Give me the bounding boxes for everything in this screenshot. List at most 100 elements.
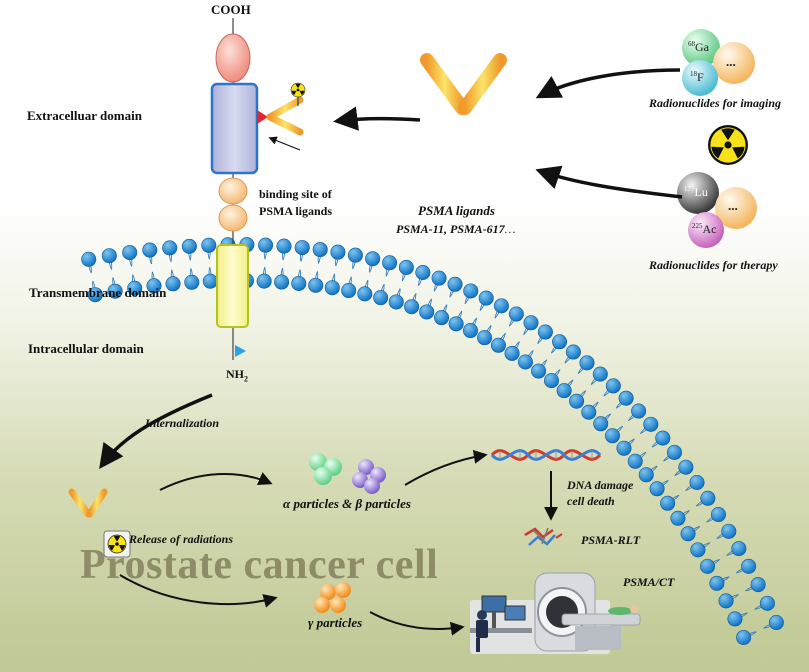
lipid-head bbox=[531, 363, 547, 379]
lipid-head bbox=[517, 354, 533, 370]
lipid-head bbox=[142, 242, 158, 258]
lipid-head bbox=[382, 255, 398, 271]
lipid-head bbox=[276, 238, 292, 254]
lipid-head bbox=[523, 315, 539, 331]
ac225-label: 225Ac bbox=[692, 222, 717, 236]
psma-receptor bbox=[210, 18, 259, 360]
lipid-head bbox=[294, 240, 310, 256]
lipid-head bbox=[504, 345, 520, 361]
psma-ct-label: PSMA/CT bbox=[623, 575, 675, 589]
lu177-sphere bbox=[677, 172, 719, 214]
psma-rlt-label: PSMA-RLT bbox=[581, 533, 641, 547]
lipid-head bbox=[655, 430, 671, 446]
lipid-head bbox=[181, 238, 197, 254]
lipid-head bbox=[537, 324, 553, 340]
bound-ligand bbox=[257, 82, 316, 136]
lipid-head bbox=[508, 306, 524, 322]
intracellular-marker bbox=[235, 345, 246, 357]
lipid-head bbox=[618, 390, 634, 406]
lipid-head bbox=[127, 280, 143, 296]
gamma-label: γ particles bbox=[308, 615, 363, 630]
lipid-head bbox=[631, 403, 647, 419]
lipid-head bbox=[581, 404, 597, 420]
lipid-head bbox=[700, 490, 716, 506]
lipid-head bbox=[649, 481, 665, 497]
release-label: Release of radiations bbox=[129, 532, 233, 546]
lipid-head bbox=[768, 615, 784, 631]
imaging-arrow bbox=[535, 68, 681, 99]
cooh-label: COOH bbox=[211, 2, 251, 17]
lipid-head bbox=[710, 507, 726, 523]
gamma-particles bbox=[314, 582, 351, 613]
damaged-dna-icon bbox=[524, 527, 563, 546]
lipid-head bbox=[678, 459, 694, 475]
lipid-head bbox=[202, 273, 218, 289]
lipid-head bbox=[638, 467, 654, 483]
lipid-head bbox=[388, 294, 404, 310]
radiation-icon bbox=[708, 125, 748, 165]
therapy-arrow bbox=[535, 165, 683, 199]
lipid-head bbox=[107, 283, 123, 299]
extracellular-domain-label: Extracelluar domain bbox=[27, 108, 142, 123]
lipid-head bbox=[365, 251, 381, 267]
ct-arrow bbox=[369, 611, 465, 636]
lipid-head bbox=[556, 383, 572, 399]
pet-ct-scanner-icon bbox=[470, 572, 641, 654]
lipid-head bbox=[718, 593, 734, 609]
lipid-head bbox=[256, 273, 272, 289]
binding-site-label-line1: binding site of bbox=[259, 187, 332, 201]
binding-site-pointer bbox=[268, 136, 301, 151]
lipid-head bbox=[727, 611, 743, 627]
lipid-head bbox=[689, 474, 705, 490]
binding-site-label-line2: PSMA ligands bbox=[259, 204, 333, 218]
lipid-head bbox=[146, 278, 162, 294]
internalization-label: Internalization bbox=[145, 416, 220, 430]
lipid-head bbox=[741, 558, 757, 574]
lipid-head bbox=[736, 629, 752, 645]
lipid-head bbox=[434, 310, 450, 326]
therapy-more-sphere bbox=[715, 187, 757, 229]
lipid-head bbox=[565, 344, 581, 360]
lipid-head bbox=[373, 290, 389, 306]
lipid-head bbox=[592, 366, 608, 382]
lipid-head bbox=[604, 428, 620, 444]
internalization-arrow bbox=[99, 393, 213, 469]
lipid-head bbox=[347, 247, 363, 263]
lipid-head bbox=[670, 510, 686, 526]
alpha-beta-label: α particles & β particles bbox=[283, 496, 411, 511]
lipid-head bbox=[700, 558, 716, 574]
lipid-head bbox=[122, 245, 138, 261]
lipid-head bbox=[490, 337, 506, 353]
lipid-head bbox=[81, 251, 97, 267]
psma-ligands-title: PSMA ligands bbox=[418, 203, 495, 218]
cell-death-label: cell death bbox=[567, 494, 615, 508]
imaging-more-sphere bbox=[713, 42, 755, 84]
lipid-head bbox=[731, 541, 747, 557]
lipid-head bbox=[415, 265, 431, 281]
psma-ligand-antibody bbox=[420, 53, 507, 193]
nh2-label: NH2 bbox=[226, 367, 248, 384]
lipid-head bbox=[627, 453, 643, 469]
lipid-head bbox=[750, 577, 766, 593]
lipid-head bbox=[341, 283, 357, 299]
prostate-cancer-cell-label: Prostate cancer cell bbox=[80, 542, 439, 588]
lipid-head bbox=[709, 575, 725, 591]
transmembrane-box bbox=[216, 244, 249, 328]
gamma-arrow bbox=[119, 574, 278, 608]
lipid-head bbox=[87, 287, 103, 303]
lipid-head bbox=[462, 323, 478, 339]
lipid-head bbox=[404, 299, 420, 315]
internalized-ligand bbox=[68, 488, 131, 558]
beta-particles bbox=[352, 459, 386, 494]
lipid-head bbox=[308, 277, 324, 293]
lipid-head bbox=[101, 248, 117, 264]
cell-membrane bbox=[81, 237, 784, 645]
f18-label: 18F bbox=[690, 70, 704, 84]
dna-damage-label: DNA damage bbox=[567, 478, 634, 492]
alpha-particles bbox=[309, 453, 342, 485]
dna-icon bbox=[490, 449, 602, 461]
lipid-head bbox=[477, 330, 493, 346]
imaging-more-label: ... bbox=[726, 54, 736, 69]
